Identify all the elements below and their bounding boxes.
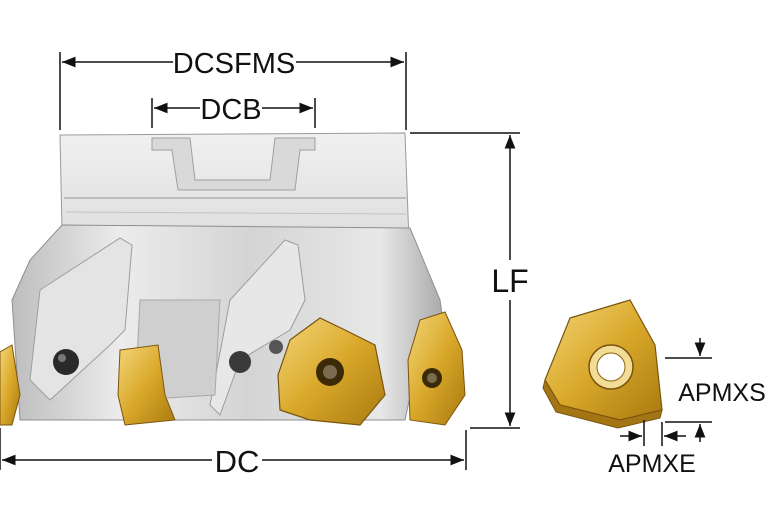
torx-icon	[427, 373, 437, 383]
lf-label: LF	[491, 263, 528, 299]
insert-right	[407, 311, 466, 426]
clamp-screw-icon	[229, 351, 251, 373]
dc-label: DC	[215, 444, 260, 479]
chip-pocket	[209, 239, 306, 416]
insert-front-left	[117, 344, 176, 426]
apmxe-label: APMXE	[608, 450, 696, 478]
keyway-slot	[151, 137, 316, 191]
insert-center-hole-icon	[596, 352, 626, 382]
dcsfms-label: DCSFMS	[173, 48, 295, 80]
screw-hole-icon	[269, 340, 283, 354]
apmxs-label: APMXS	[678, 379, 766, 407]
torx-icon	[323, 365, 337, 379]
insert-left	[0, 344, 21, 426]
insert-detail-edge	[542, 378, 663, 429]
screw-highlight	[58, 354, 66, 362]
dcb-label: DCB	[200, 94, 261, 126]
cutter-inserts	[0, 311, 466, 426]
insert-detail	[542, 299, 663, 429]
dimension-lines	[0, 52, 712, 470]
groove-line	[65, 211, 407, 215]
clamp-screw-icon	[53, 349, 79, 375]
